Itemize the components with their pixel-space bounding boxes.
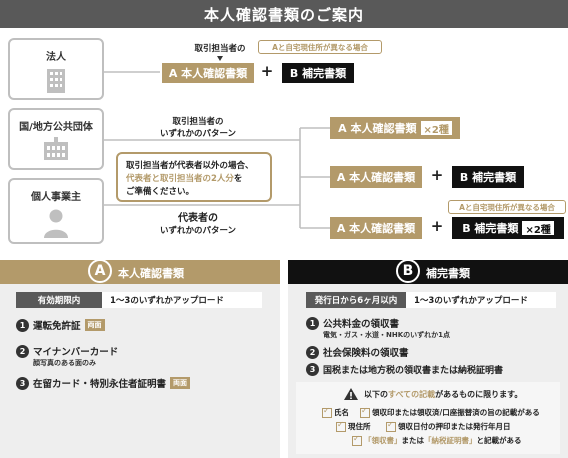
plus-sign: +: [260, 62, 274, 80]
panel-b: B 補完書類 発行日から6ヶ月以内 1～3のいずれかアップロード 1 公共料金の…: [288, 259, 568, 458]
panel-b-letter: B: [396, 259, 420, 283]
panel-a: A 本人確認書類 有効期限内 1～3のいずれかアップロード 1 運転免許証 両面…: [0, 259, 280, 458]
doc-b-badge: B 補完書類: [282, 63, 354, 83]
panel-a-validity: 有効期限内: [16, 292, 102, 308]
panel-a-upload: 1～3のいずれかアップロード: [102, 292, 262, 308]
check-receipt-stamp: 領収印または領収済/口座振替済の旨の記載がある: [360, 406, 540, 418]
panel-b-upload: 1～3のいずれかアップロード: [406, 292, 556, 308]
panel-b-validity: 発行日から6ヶ月以内: [306, 292, 406, 308]
entity-corporation-label: 法人: [46, 52, 66, 63]
plus-sign-3: +: [430, 217, 444, 235]
page-title: 本人確認書類のご案内: [0, 0, 568, 28]
x2-tag-b: ×2種: [522, 221, 554, 236]
representative-pattern-label: 代表者の いずれかのパターン: [159, 213, 237, 236]
address-note-2: Aと自宅現住所が異なる場合: [448, 200, 566, 214]
option-a-x2: A 本人確認書類 ×2種: [330, 117, 460, 139]
option-b-x2: B 補完書類 ×2種: [452, 217, 564, 239]
entity-government-label: 国/地方公共団体: [19, 122, 93, 133]
panel-a-item-2-sub: 顔写真のある面のみ: [33, 359, 96, 367]
panel-a-item-3: 3 在留カード・特別永住者証明書 両面: [16, 376, 191, 390]
entity-individual-label: 個人事業主: [31, 192, 81, 203]
panel-b-item-2: 2 社会保険料の領収書: [306, 345, 409, 359]
panel-b-conditions: 以下のすべての記載があるものに限ります。 氏名 領収印または領収済/口座振替済の…: [296, 382, 560, 454]
panel-a-title: 本人確認書類: [118, 267, 184, 280]
option-a-with-bx2: A 本人確認書類: [330, 217, 422, 239]
conditions-heading: 以下のすべての記載があるものに限ります。: [364, 390, 523, 399]
checkbox-icon: [322, 406, 332, 418]
checkbox-icon: [360, 406, 370, 418]
checkbox-icon: [352, 434, 362, 446]
person-icon: [44, 209, 68, 238]
panel-b-item-1: 1 公共料金の領収書: [306, 316, 399, 330]
option-b-badge: B 補完書類: [452, 166, 524, 188]
check-name: 氏名: [322, 406, 349, 418]
check-address: 現住所: [336, 420, 371, 432]
warning-icon: [344, 388, 358, 400]
either-pattern-label: 取引担当者の いずれかのパターン: [159, 117, 237, 139]
representative-callout: 取引担当者が代表者以外の場合、 代表者と取引担当者の2人分を ご準備ください。: [116, 152, 272, 202]
panel-a-item-2: 2 マイナンバーカード: [16, 344, 118, 358]
person-in-charge-label: 取引担当者の: [194, 44, 246, 54]
entity-corporation: 法人: [8, 38, 104, 100]
panel-a-letter: A: [88, 259, 112, 283]
panel-b-item-1-sub: 電気・ガス・水道・NHKのいずれか1点: [323, 331, 451, 339]
government-building-icon: [44, 137, 68, 160]
panel-b-item-3: 3 国税または地方税の領収書または納税証明書: [306, 363, 503, 376]
checkbox-icon: [386, 420, 396, 432]
entity-government: 国/地方公共団体: [8, 108, 104, 170]
panel-a-title-bar: A 本人確認書類: [0, 259, 280, 284]
building-icon: [47, 69, 65, 93]
panel-a-item-1: 1 運転免許証 両面: [16, 318, 105, 332]
option-a-with-b: A 本人確認書類: [330, 166, 422, 188]
panel-b-title-bar: B 補完書類: [288, 259, 568, 284]
address-note: Aと自宅現住所が異なる場合: [258, 40, 382, 54]
check-date: 領収日付の押印または発行年月日: [386, 420, 511, 432]
check-document-label: 「領収書」 または 「納税証明書」 と記載がある: [352, 434, 522, 446]
panel-b-title: 補完書類: [426, 267, 470, 280]
doc-a-badge: A 本人確認書類: [162, 63, 254, 83]
checkbox-icon: [336, 420, 346, 432]
plus-sign-2: +: [430, 166, 444, 184]
x2-tag: ×2種: [420, 121, 452, 136]
entity-individual: 個人事業主: [8, 178, 104, 244]
